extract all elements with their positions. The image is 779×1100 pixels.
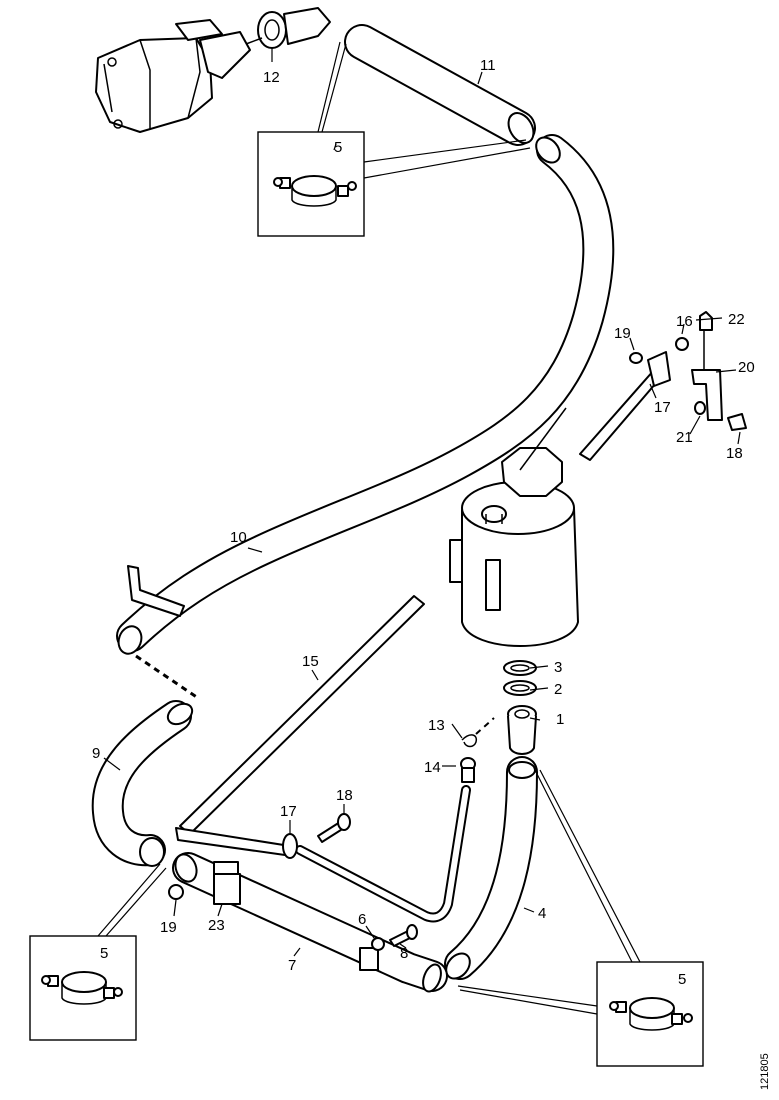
label-22: 22 (728, 311, 745, 328)
tube-11 (344, 24, 536, 146)
bracket-assembly (579, 311, 747, 461)
exhaust-outlet-housing (95, 19, 251, 133)
clamp-inset-top (257, 131, 365, 237)
clamp-17-mid (282, 833, 298, 859)
label-5-top: 5 (334, 139, 342, 156)
label-5-right: 5 (678, 971, 686, 988)
label-19-left: 19 (160, 919, 177, 936)
label-17-mid: 17 (280, 803, 297, 820)
hose-9 (91, 700, 194, 867)
drawing-code: 121805 (759, 1053, 771, 1090)
adapter-1 (507, 705, 537, 755)
label-3: 3 (554, 659, 562, 676)
tube-10 (116, 134, 615, 655)
clamp-inset-left (29, 935, 137, 1041)
fitting-13 (461, 734, 478, 748)
label-18-mid: 18 (336, 787, 353, 804)
tube-link (295, 785, 471, 923)
leader-lines (97, 41, 741, 1015)
dashed-connection (135, 654, 199, 700)
callout-labels: 12 11 5 22 16 19 20 17 21 18 10 15 3 2 1… (92, 57, 755, 988)
label-8: 8 (400, 945, 408, 962)
label-12: 12 (263, 69, 280, 86)
label-21: 21 (676, 429, 693, 446)
sealing-ring-3 (503, 660, 537, 676)
label-17-right: 17 (654, 399, 671, 416)
fitting-14 (460, 757, 476, 783)
label-6: 6 (358, 911, 366, 928)
label-15: 15 (302, 653, 319, 670)
flange-12 (245, 7, 331, 49)
bracket-23 (213, 873, 241, 905)
label-18-right: 18 (726, 445, 743, 462)
label-5-left: 5 (100, 945, 108, 962)
label-19-right: 19 (614, 325, 631, 342)
label-1: 1 (556, 711, 564, 728)
label-9: 9 (92, 745, 100, 762)
label-11: 11 (480, 57, 496, 74)
gasket-2 (503, 680, 537, 696)
nut-19-left (168, 884, 184, 900)
nut-6 (371, 937, 385, 951)
clamp-inset-right (596, 961, 704, 1067)
dashed-connection-13 (475, 717, 495, 735)
label-10: 10 (230, 529, 247, 546)
rod-15 (175, 595, 425, 857)
label-23: 23 (208, 917, 225, 934)
label-13: 13 (428, 717, 445, 734)
label-2: 2 (554, 681, 562, 698)
bolt-18-mid (317, 813, 351, 843)
label-20: 20 (738, 359, 755, 376)
label-7: 7 (288, 957, 296, 974)
hose-4 (444, 756, 538, 980)
bolt-8 (389, 924, 418, 947)
label-4: 4 (538, 905, 546, 922)
label-14: 14 (424, 759, 441, 776)
label-16: 16 (676, 313, 693, 330)
silencer (449, 407, 579, 647)
